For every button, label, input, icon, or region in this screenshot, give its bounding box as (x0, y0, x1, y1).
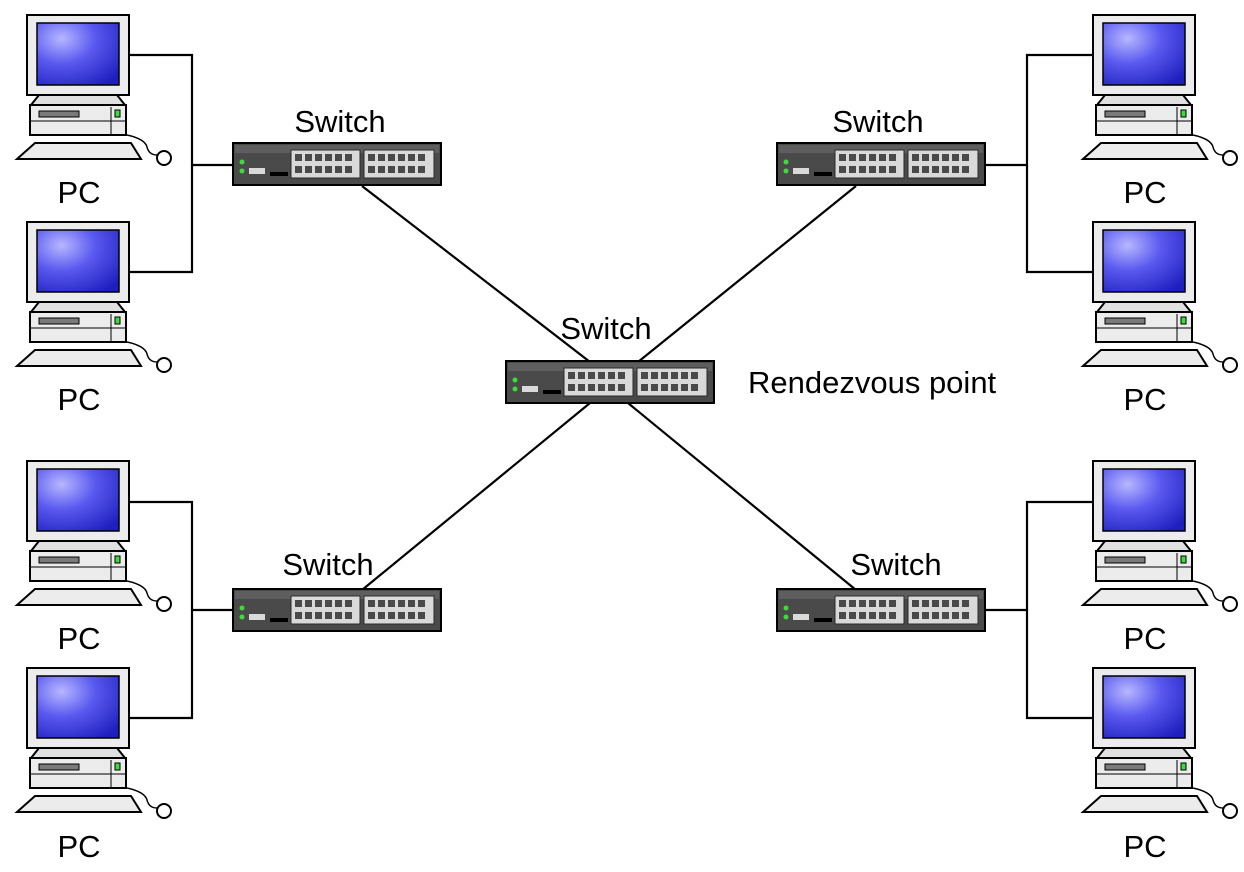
pc-icon (16, 667, 172, 819)
pc-label: PC (1123, 382, 1166, 417)
link-top-left-center (361, 185, 591, 363)
link-pc8-switch-bottom-right (1025, 610, 1093, 720)
switch-center-label: Switch (560, 311, 651, 346)
pc-label: PC (1123, 175, 1166, 210)
pc-icon (16, 460, 172, 612)
link-pc4-switch-bottom-left (130, 610, 194, 720)
link-pc7-switch-bottom-right (985, 500, 1093, 612)
pc-label: PC (57, 829, 100, 864)
link-bottom-left-center (361, 402, 591, 591)
pc-label: PC (1123, 621, 1166, 656)
link-pc2-switch-top-left (130, 165, 194, 274)
link-top-right-center (637, 185, 857, 363)
switch-bottom-right-icon (776, 588, 986, 632)
switch-center-icon (505, 360, 715, 404)
switch-bottom-left-label: Switch (282, 547, 373, 582)
pc-icon (16, 14, 172, 166)
switch-bottom-right-label: Switch (850, 547, 941, 582)
pc-icon (1082, 221, 1238, 373)
switch-top-right-label: Switch (832, 104, 923, 139)
pc-icon (1082, 667, 1238, 819)
pc-label: PC (57, 621, 100, 656)
switch-top-left-icon (232, 142, 442, 186)
pc-label: PC (1123, 829, 1166, 864)
link-pc3-switch-bottom-left (130, 500, 233, 612)
link-pc6-switch-top-right (1025, 165, 1093, 274)
pc-label: PC (57, 382, 100, 417)
link-pc1-switch-top-left (130, 53, 233, 167)
rendezvous-point-label: Rendezvous point (748, 365, 997, 400)
switch-top-right-icon (776, 142, 986, 186)
pc-icon (16, 221, 172, 373)
pc-icon (1082, 14, 1238, 166)
pc-label: PC (57, 175, 100, 210)
connection-lines (130, 53, 1093, 720)
switch-top-left-label: Switch (294, 104, 385, 139)
link-pc5-switch-top-right (985, 53, 1093, 167)
pc-icon (1082, 460, 1238, 612)
switch-bottom-left-icon (232, 588, 442, 632)
link-bottom-right-center (627, 402, 857, 591)
